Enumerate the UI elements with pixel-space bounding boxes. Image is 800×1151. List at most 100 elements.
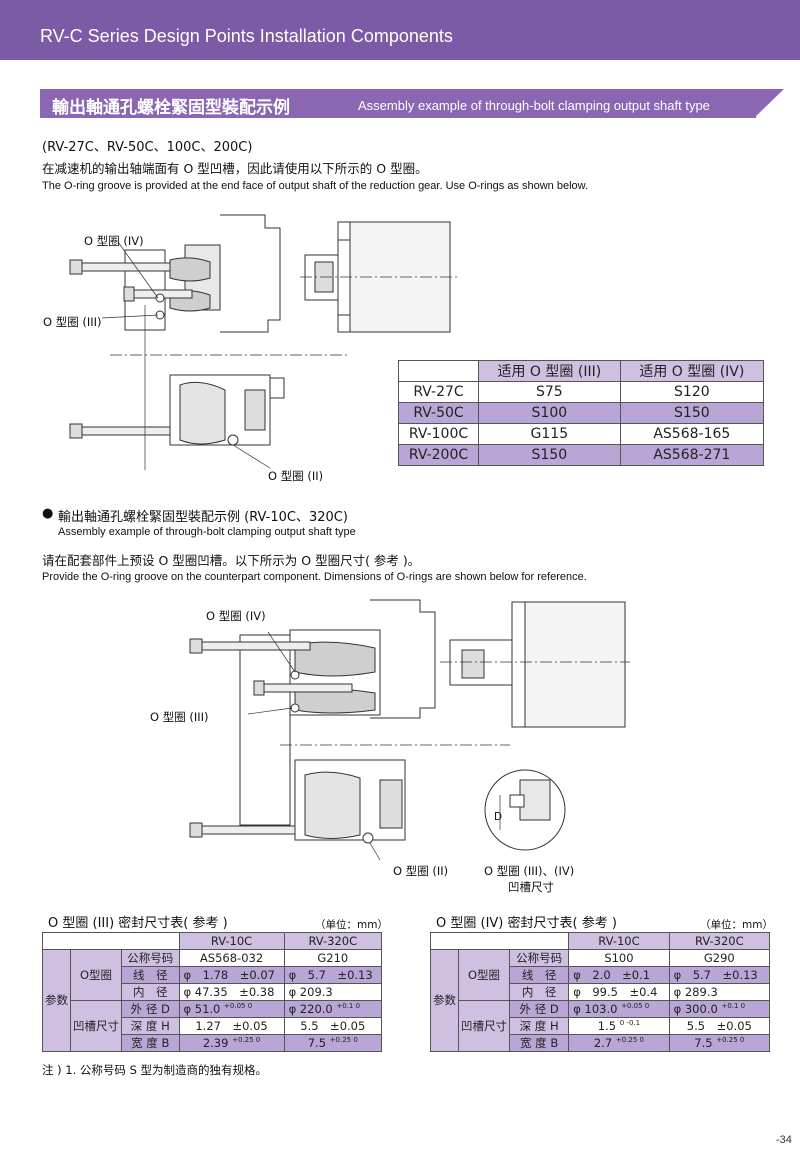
table-row: 深 度 H 1.5 0 -0.1 5.5 ±0.05: [431, 1017, 771, 1035]
table-cell: φ 51.0 +0.05 0: [178, 1000, 285, 1018]
table-row: 凹槽尺寸 外 径 D φ 51.0 +0.05 0 φ 220.0 +0.1 0: [42, 1000, 383, 1052]
tolerance: +0.1 0: [336, 1002, 361, 1011]
table-cell: G210: [283, 949, 383, 967]
table-header-row: RV-10C RV-320C: [429, 932, 771, 950]
table-cell: φ 220.0 +0.1 0: [283, 1000, 383, 1018]
table-cell: S150: [619, 402, 765, 424]
row-label: 宽 度 B: [121, 1034, 180, 1052]
tolerance: +0.1 0: [721, 1002, 746, 1011]
label-oring-ii-2: O 型圈 (II): [393, 864, 449, 878]
table3-unit: （单位：mm）: [315, 919, 388, 931]
table-row: 参数 O型圈 公称号码 S100 G290: [430, 949, 771, 1052]
table-cell: 1.5 0 -0.1: [568, 1017, 670, 1035]
table-row: 线 径 φ 1.78 ±0.07 φ 5.7 ±0.13: [42, 966, 383, 984]
oring-iv-seal-table: RV-10C RV-320C 参数 O型圈 公称号码 S100 G290 线 径…: [429, 932, 771, 1052]
label-detail-oring: O 型圈 (III)、(IV): [484, 864, 575, 878]
tolerance: +0.05 0: [621, 1002, 650, 1011]
label-oring-iii-1: O 型圈 (III): [43, 315, 102, 329]
part1-desc-en: The O-ring groove is provided at the end…: [42, 180, 589, 192]
row-label: 外 径 D: [508, 1000, 570, 1018]
label-oring-ii-1: O 型圈 (II): [268, 469, 324, 483]
table-row: RV-200C S150 AS568-271: [398, 444, 765, 466]
table-row: RV-50C S100 S150: [398, 402, 765, 424]
tolerance: +0.25 0: [329, 1036, 358, 1045]
cell-value: φ 300.0: [673, 1002, 718, 1016]
table-cell: AS568-032: [178, 949, 285, 967]
tolerance: +0.25 0: [615, 1036, 644, 1045]
part2-desc-en: Provide the O-ring groove on the counter…: [42, 571, 587, 583]
table-row: RV-27C S75 S120: [398, 381, 765, 403]
part2-title-en: Assembly example of through-bolt clampin…: [58, 526, 356, 538]
part2-desc-cn: 请在配套部件上预设 O 型圈凹槽。以下所示为 O 型圈尺寸( 参考 )。: [42, 553, 421, 568]
label-dim-d: D: [494, 811, 503, 823]
cell-value: φ 220.0: [288, 1002, 333, 1016]
table-cell: 7.5 +0.25 0: [283, 1034, 383, 1052]
table-cell: φ 5.7 ±0.13: [668, 966, 771, 984]
table-cell: φ 289.3: [668, 983, 771, 1001]
side-label-groove: 凹槽尺寸: [70, 1000, 122, 1052]
table-row: 凹槽尺寸 外 径 D φ 103.0 +0.05 0 φ 300.0 +0.1 …: [430, 1000, 771, 1052]
side-label-params: 参数: [430, 949, 459, 1052]
table3-title: O 型圈 (III) 密封尺寸表( 参考 ): [48, 916, 228, 931]
cell-value: 2.39: [202, 1036, 229, 1050]
table-cell: G290: [668, 949, 771, 967]
section-banner: [40, 89, 756, 118]
row-label: 内 径: [508, 983, 570, 1001]
table-cell: AS568-165: [619, 423, 765, 445]
tolerance: +0.25 0: [232, 1036, 261, 1045]
table-cell: φ 103.0 +0.05 0: [568, 1000, 670, 1018]
row-label: 内 径: [121, 983, 180, 1001]
row-label: 线 径: [121, 966, 180, 984]
row-label: 深 度 H: [508, 1017, 570, 1035]
table-row: 内 径 φ 47.35 ±0.38 φ 209.3: [43, 983, 383, 1001]
part1-models: (RV-27C、RV-50C、100C、200C): [42, 140, 253, 155]
table-cell: φ 300.0 +0.1 0: [668, 1000, 771, 1018]
table4-unit: （单位：mm）: [700, 919, 773, 931]
row-label: 公称号码: [508, 949, 570, 967]
table-cell: φ 5.7 ±0.13: [283, 966, 383, 984]
table-header-cell: RV-320C: [283, 932, 383, 950]
cell-value: 2.7: [593, 1036, 613, 1050]
table-cell: φ 2.0 ±0.1: [568, 966, 670, 984]
table-header-row: RV-10C RV-320C: [42, 932, 383, 950]
part2-title-cn: 輸出軸通孔螺栓緊固型裝配示例 (RV-10C、320C): [58, 510, 348, 525]
table-header-cell: 适用 O 型圈 (IV): [619, 360, 765, 382]
table-row: 宽 度 B 2.39 +0.25 0 7.5 +0.25 0: [42, 1034, 383, 1052]
side-label-params: 参数: [42, 949, 71, 1052]
row-label: 线 径: [508, 966, 570, 984]
header-bar: [0, 0, 800, 60]
table-cell: 5.5 ±0.05: [668, 1017, 771, 1035]
table-cell: S100: [568, 949, 670, 967]
table-cell: S100: [478, 402, 621, 424]
table-cell: φ 99.5 ±0.4: [568, 983, 670, 1001]
row-label: 外 径 D: [121, 1000, 180, 1018]
table-header-row: 适用 O 型圈 (III) 适用 O 型圈 (IV): [398, 360, 765, 382]
section-title-en: Assembly example of through-bolt clampin…: [358, 98, 710, 113]
table-cell: φ 47.35 ±0.38: [178, 983, 285, 1001]
table-header-cell: RV-10C: [178, 932, 285, 950]
table-cell: RV-50C: [398, 402, 479, 424]
table-cell: 2.7 +0.25 0: [568, 1034, 670, 1052]
side-label-oring: O型圈: [70, 949, 122, 1001]
table-cell: RV-100C: [398, 423, 479, 445]
assembly-drawing-1: [69, 214, 460, 470]
table-cell: G115: [478, 423, 621, 445]
cell-value: φ 103.0: [573, 1002, 618, 1016]
cell-value: 7.5: [307, 1036, 327, 1050]
table-cell: AS568-271: [619, 444, 765, 466]
label-detail-groove: 凹槽尺寸: [508, 880, 554, 894]
table-cell: 5.5 ±0.05: [283, 1017, 383, 1035]
row-label: 宽 度 B: [508, 1034, 570, 1052]
oring-application-table: 适用 O 型圈 (III) 适用 O 型圈 (IV) RV-27C S75 S1…: [398, 360, 765, 466]
table-corner: [429, 932, 570, 950]
table-cell: 7.5 +0.25 0: [668, 1034, 771, 1052]
table-cell: 1.27 ±0.05: [178, 1017, 285, 1035]
section-banner-tail: [754, 89, 784, 118]
table-row: 内 径 φ 99.5 ±0.4 φ 289.3: [431, 983, 771, 1001]
cell-value: 7.5: [694, 1036, 713, 1050]
table-header-cell: 适用 O 型圈 (III): [478, 360, 621, 382]
label-oring-iv-1: O 型圈 (IV): [84, 234, 144, 248]
table4-title: O 型圈 (IV) 密封尺寸表( 参考 ): [436, 916, 617, 931]
table-cell: RV-200C: [398, 444, 479, 466]
part1-desc-cn: 在减速机的输出轴端面有 O 型凹槽，因此请使用以下所示的 O 型圈。: [42, 161, 428, 176]
